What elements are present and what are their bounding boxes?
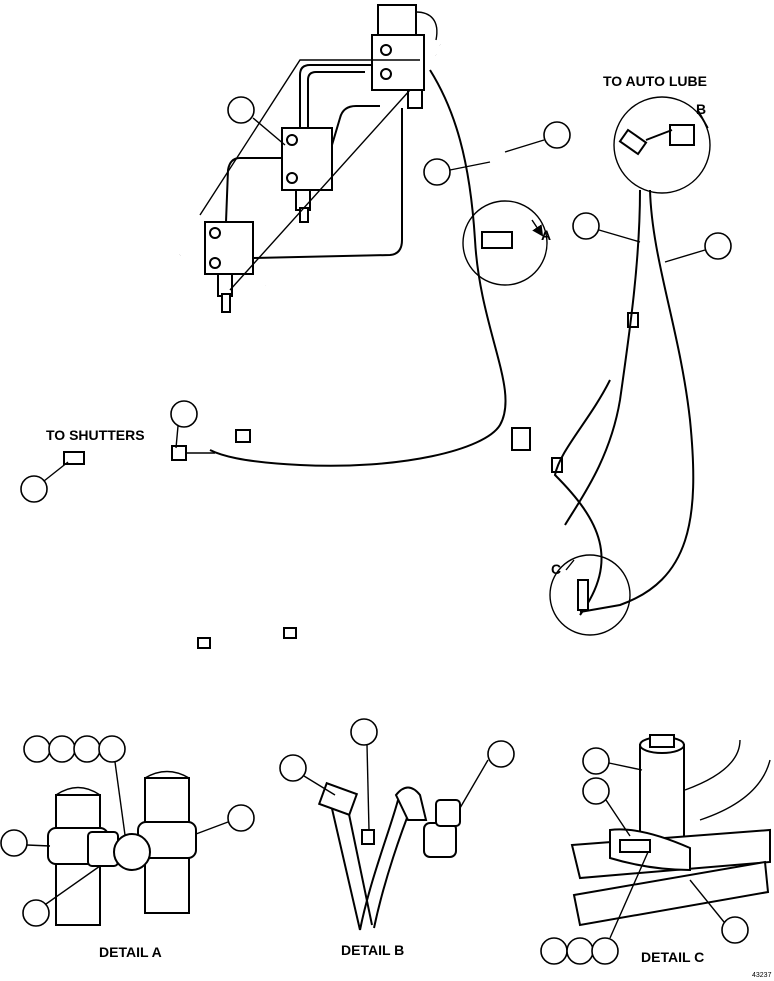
lower-distributor-block — [204, 221, 254, 313]
upper-distributor-block — [281, 127, 333, 223]
callout-balloon — [48, 735, 76, 763]
detail-b-caption: DETAIL B — [341, 942, 404, 958]
figure-number: 43237 — [752, 972, 772, 979]
callout-balloon — [227, 96, 255, 124]
main-assembly-view — [63, 4, 711, 649]
callout-balloon — [540, 937, 568, 965]
callout-balloon — [572, 212, 600, 240]
callout-balloon — [591, 937, 619, 965]
detail-b-view: DETAIL B — [279, 718, 515, 958]
detail-b-circle — [613, 96, 711, 194]
solenoid-valve — [371, 4, 438, 109]
detail-c-caption: DETAIL C — [641, 949, 704, 965]
callout-balloon — [543, 121, 571, 149]
callout-balloon — [23, 735, 51, 763]
view-c-marker: C — [551, 561, 561, 577]
callout-balloon — [0, 829, 28, 857]
detail-a-view: DETAIL A — [0, 735, 255, 960]
callout-balloon — [227, 804, 255, 832]
callout-balloon — [487, 740, 515, 768]
main-view-callouts — [20, 96, 732, 503]
callout-balloon — [350, 718, 378, 746]
callout-balloon — [704, 232, 732, 260]
callout-balloon — [279, 754, 307, 782]
callout-balloon — [73, 735, 101, 763]
callout-balloon — [423, 158, 451, 186]
callout-balloon — [721, 916, 749, 944]
view-b-marker: B — [696, 101, 706, 117]
callout-balloon — [98, 735, 126, 763]
detail-c-circle — [549, 554, 631, 636]
to-shutters-label: TO SHUTTERS — [46, 427, 145, 443]
callout-balloon — [582, 747, 610, 775]
detail-a-caption: DETAIL A — [99, 944, 162, 960]
callout-balloon — [20, 475, 48, 503]
detail-c-view: DETAIL C — [540, 734, 771, 965]
callout-balloon — [582, 777, 610, 805]
callout-balloon — [566, 937, 594, 965]
detail-a-circle — [462, 200, 548, 286]
callout-balloon — [22, 899, 50, 927]
callout-balloon — [170, 400, 198, 428]
view-a-marker: A — [541, 227, 551, 243]
to-auto-lube-label: TO AUTO LUBE — [603, 73, 707, 89]
